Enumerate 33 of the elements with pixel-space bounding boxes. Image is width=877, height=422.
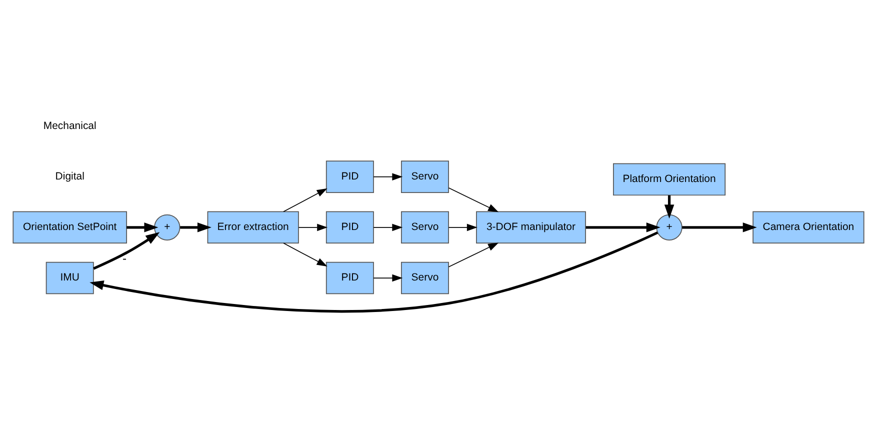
arrow: [90, 231, 658, 313]
arrow: [586, 222, 660, 232]
arrow: [93, 232, 160, 270]
arrow: [298, 224, 328, 232]
node-box: Platform Orientation: [613, 163, 726, 196]
node-box: PID: [326, 211, 374, 244]
label: Digital: [55, 172, 84, 183]
node-box: PID: [326, 262, 374, 294]
arrow: [448, 224, 478, 232]
arrow: [283, 188, 328, 212]
node-box: Servo: [400, 211, 449, 244]
node-circle: +: [154, 214, 180, 240]
node-box: 3-DOF manipulator: [476, 211, 586, 244]
arrow: [664, 195, 674, 219]
node-box: Error extraction: [207, 211, 299, 244]
node-box: Camera Orientation: [752, 211, 864, 244]
arrow: [373, 274, 403, 282]
arrow: [373, 173, 403, 180]
node-box: IMU: [46, 262, 94, 294]
arrow: [373, 224, 403, 232]
node-box: PID: [326, 160, 374, 193]
node-box: Servo: [400, 160, 449, 193]
arrow: [126, 222, 158, 232]
arrow: [682, 222, 757, 232]
arrow: [448, 242, 499, 268]
arrow: [180, 222, 212, 232]
arrow: [283, 242, 328, 266]
label: Mechanical: [43, 120, 96, 132]
arrow: [448, 187, 499, 212]
node-circle: +: [656, 214, 682, 240]
node-box: Orientation SetPoint: [12, 211, 128, 244]
node-box: Servo: [400, 262, 449, 294]
edge-label: -: [122, 251, 127, 266]
